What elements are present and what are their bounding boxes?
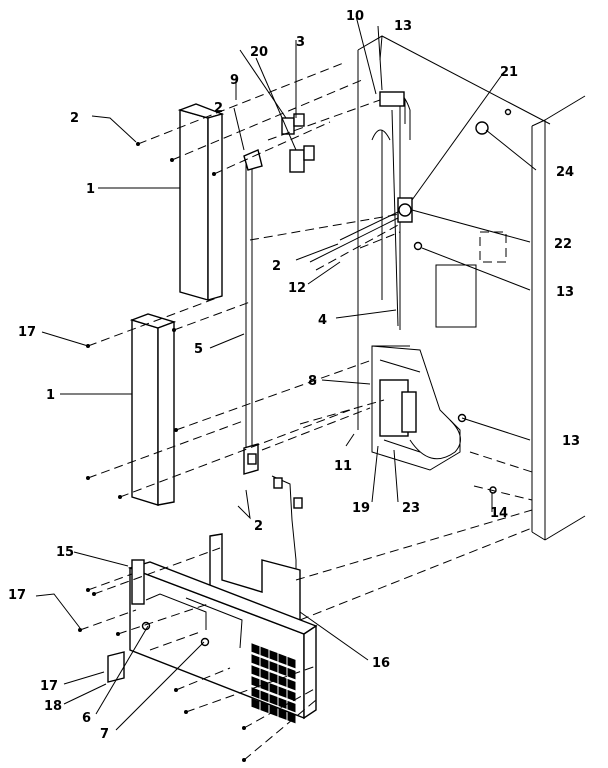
grille-vent-slot (260, 668, 269, 681)
grille-vent-slot (269, 683, 278, 695)
callout-17-low: 17 (40, 679, 58, 694)
callout-20: 20 (250, 45, 268, 60)
callout-7: 7 (100, 727, 109, 742)
callout-8: 8 (308, 374, 317, 389)
callout-13-mid: 13 (556, 285, 574, 300)
grille-vent-slot (287, 711, 296, 724)
callout-2-mid: 2 (272, 259, 281, 274)
grille-vent-slot (269, 705, 278, 717)
grille-vent-slot (269, 694, 278, 706)
grille-vent-slot (251, 698, 260, 710)
callout-14: 14 (490, 506, 508, 521)
assembly-lines (79, 61, 533, 761)
grille-vent-slot (278, 653, 287, 665)
callout-1-top: 1 (86, 182, 95, 197)
callout-24: 24 (556, 165, 574, 180)
callout-13-top: 13 (394, 19, 412, 34)
grille-vent-slot (269, 672, 278, 684)
callout-2-panel: 2 (214, 101, 223, 116)
panel-top (177, 103, 225, 301)
callout-2-top-left: 2 (70, 111, 79, 126)
fasteners (413, 108, 512, 494)
callout-4: 4 (318, 313, 327, 328)
callout-2-bottom: 2 (254, 519, 263, 534)
callout-12: 12 (288, 281, 306, 296)
callout-3: 3 (296, 35, 305, 50)
panel-bottom (129, 313, 177, 506)
clip-18 (107, 651, 125, 683)
center-panel (243, 149, 263, 475)
callout-15: 15 (56, 545, 74, 560)
grille-vent-slot (278, 664, 287, 676)
grille-vent-slot (278, 708, 287, 720)
callout-19: 19 (352, 501, 370, 516)
leader-lines (35, 15, 537, 731)
callout-9: 9 (230, 73, 239, 88)
callout-17-top: 17 (18, 325, 36, 340)
grille-vent-slot (260, 657, 269, 670)
grille-vents (251, 643, 296, 724)
grille-vent-slot (260, 646, 269, 659)
grille-vent-slot (287, 678, 296, 691)
grille-vent-slot (269, 650, 278, 662)
callout-21: 21 (500, 65, 518, 80)
grille-vent-slot (251, 665, 260, 677)
grille-vent-slot (287, 667, 296, 680)
grille-vent-slot (251, 687, 260, 699)
grille-vent-slot (278, 686, 287, 698)
callout-10: 10 (346, 9, 364, 24)
top-brackets (235, 80, 315, 173)
grille-vent-slot (260, 679, 269, 692)
callout-11: 11 (334, 459, 352, 474)
callout-16: 16 (372, 656, 390, 671)
drain-tube (271, 475, 303, 580)
callout-22: 22 (554, 237, 572, 252)
grille-vent-slot (251, 643, 260, 655)
grille-vent-slot (287, 689, 296, 702)
callout-17-mid: 17 (8, 588, 26, 603)
grille-vent-slot (251, 676, 260, 688)
control-bracket (309, 197, 413, 263)
grille-vent-slot (260, 690, 269, 703)
callout-23: 23 (402, 501, 420, 516)
grille-vent-slot (269, 661, 278, 673)
cabinet-back-wall (357, 35, 586, 541)
machine-compartment (371, 345, 461, 471)
callout-18: 18 (44, 699, 62, 714)
grille-vent-slot (251, 654, 260, 666)
callout-13-low: 13 (562, 434, 580, 449)
grille-vent-slot (287, 700, 296, 713)
reference-dots (78, 142, 246, 762)
grille-vent-slot (287, 656, 296, 669)
callout-5: 5 (194, 342, 203, 357)
callout-6: 6 (82, 711, 91, 726)
tube-assembly (371, 91, 411, 327)
callout-1-bottom: 1 (46, 388, 55, 403)
grille-vent-slot (260, 701, 269, 714)
callouts: 2 1 9 20 3 2 10 13 21 24 22 13 2 12 4 17… (8, 9, 580, 742)
